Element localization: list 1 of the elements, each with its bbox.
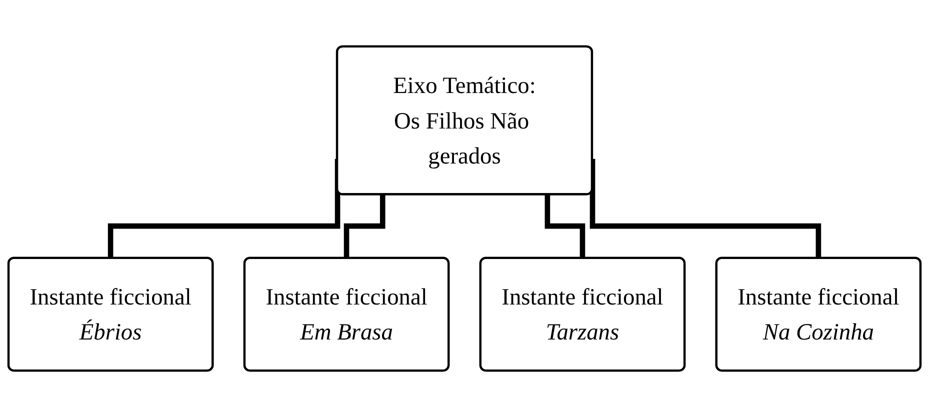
tree-diagram: Eixo Temático: Os Filhos Não gerados Instante ficcional Ébrios Instante ficcional Em Brasa Instante ficcional Tarzans Instante ficcional Na Cozinha — [0, 38, 929, 379]
